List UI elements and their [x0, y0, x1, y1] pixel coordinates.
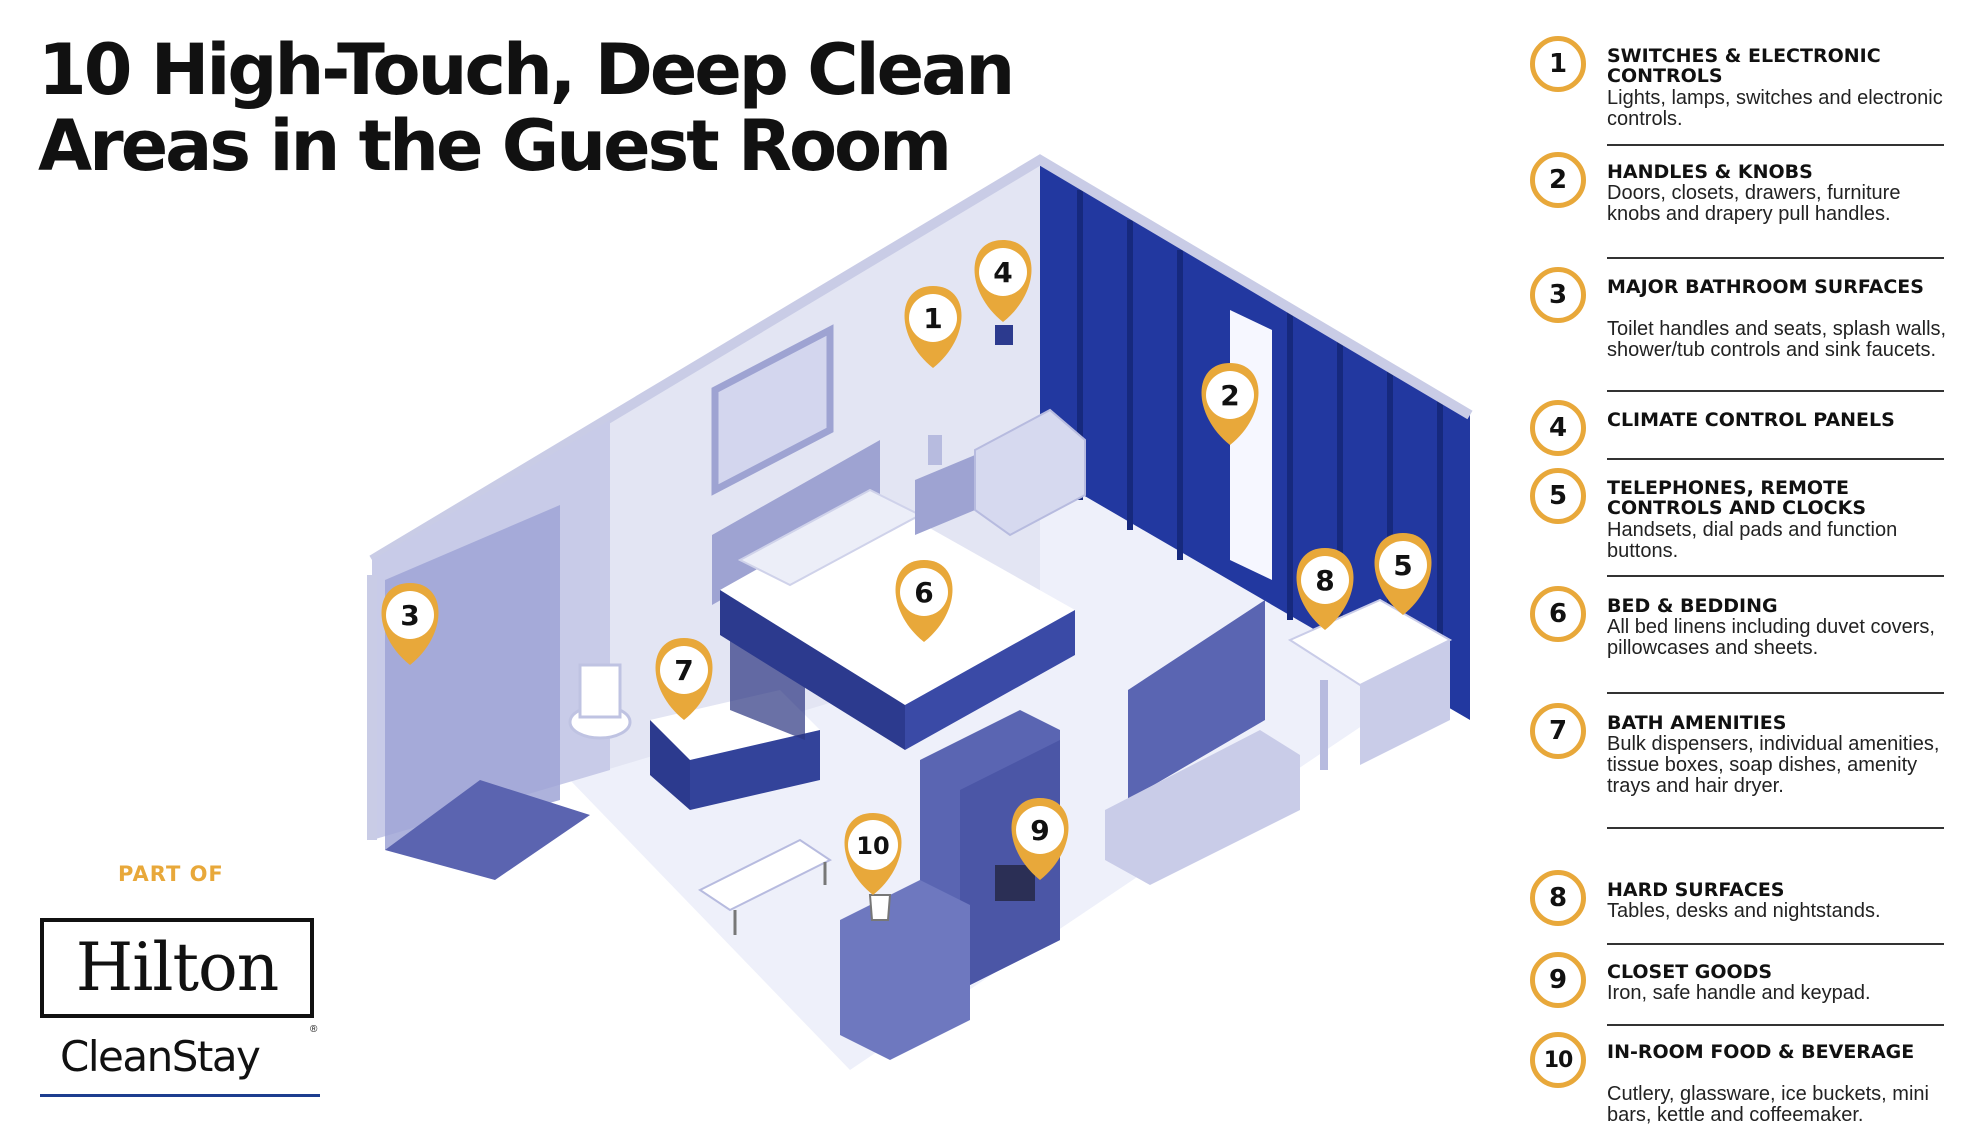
marker-5[interactable]: 5 [1374, 533, 1432, 615]
legend-number-badge: 3 [1530, 267, 1586, 323]
legend-heading: Telephones, Remote Controls and Clocks [1607, 477, 1867, 519]
title-line-1: 10 High-Touch, Deep Clean [38, 29, 1015, 111]
marker-7-label: 7 [674, 654, 693, 687]
legend-heading: Hard Surfaces [1607, 879, 1785, 901]
legend-description: Lights, lamps, switches and electronic c… [1607, 87, 1943, 130]
legend-heading: Climate Control Panels [1607, 409, 1895, 431]
legend-description: Tables, desks and nightstands. [1607, 900, 1881, 922]
marker-3[interactable]: 3 [381, 583, 439, 665]
marker-8-label: 8 [1315, 564, 1334, 597]
ice-bucket [868, 894, 892, 921]
page-title: 10 High-Touch, Deep Clean Areas in the G… [38, 29, 1015, 187]
legend-heading: Bed & Bedding [1607, 595, 1778, 617]
cleanstay-wordmark: CleanStay [60, 1032, 261, 1081]
marker-4-label: 4 [993, 256, 1012, 289]
marker-10[interactable]: 10 [844, 813, 902, 895]
marker-2[interactable]: 2 [1201, 363, 1259, 445]
legend-divider [1607, 575, 1944, 577]
legend-divider [1607, 390, 1944, 392]
legend-description: Doors, closets, drawers, furniture knobs… [1607, 182, 1901, 225]
marker-5-label: 5 [1393, 549, 1412, 582]
marker-7[interactable]: 7 [655, 638, 713, 720]
hilton-logo: Hilton [40, 918, 314, 1018]
legend-heading: Closet Goods [1607, 961, 1773, 983]
bench [698, 838, 832, 912]
legend-number-badge: 7 [1530, 703, 1586, 759]
marker-8[interactable]: 8 [1296, 548, 1354, 630]
marker-9-label: 9 [1030, 814, 1049, 847]
window-opening [1230, 310, 1272, 580]
legend-divider [1607, 458, 1944, 460]
minibar [840, 880, 970, 1060]
legend-divider [1607, 692, 1944, 694]
wall-mirror [711, 324, 834, 496]
legend-divider [1607, 827, 1944, 829]
marker-2-label: 2 [1220, 379, 1239, 412]
legend-number-badge: 6 [1530, 586, 1586, 642]
logo-underline [40, 1094, 320, 1097]
tv-console [1105, 730, 1300, 885]
room-illustration: 1 2 3 4 5 6 7 8 9 10 [367, 154, 1473, 1070]
trademark-mark: ® [310, 1024, 318, 1035]
legend-heading: Major Bathroom Surfaces [1607, 276, 1924, 298]
legend-divider [1607, 144, 1944, 146]
legend-description: Toilet handles and seats, splash walls, … [1607, 318, 1947, 361]
legend-heading: Handles & Knobs [1607, 161, 1813, 183]
legend-divider [1607, 1024, 1944, 1026]
shower-floor [385, 780, 590, 880]
marker-9[interactable]: 9 [1011, 798, 1069, 880]
hilton-wordmark: Hilton [75, 929, 280, 1006]
armchair [974, 408, 1086, 537]
legend-heading: Switches & Electronic Controls [1607, 45, 1881, 87]
nightstand [915, 455, 975, 535]
climate-panel [995, 325, 1013, 345]
legend-divider [1607, 943, 1944, 945]
legend-description: Cutlery, glassware, ice buckets, mini ba… [1607, 1083, 1929, 1126]
marker-6-label: 6 [914, 576, 933, 609]
part-of-label: PART OF [118, 862, 224, 886]
legend-description: Iron, safe handle and keypad. [1607, 982, 1871, 1004]
title-line-2: Areas in the Guest Room [38, 105, 952, 187]
legend-description: Handsets, dial pads and function buttons… [1607, 519, 1898, 562]
legend-description: Bulk dispensers, individual amenities, t… [1607, 733, 1940, 797]
legend-number-badge: 5 [1530, 468, 1586, 524]
legend-number-badge: 2 [1530, 152, 1586, 208]
marker-1-label: 1 [923, 302, 942, 335]
legend-heading: In-Room Food & Beverage [1607, 1041, 1915, 1063]
legend-description: All bed linens including duvet covers, p… [1607, 616, 1935, 659]
marker-10-label: 10 [856, 832, 889, 860]
safe [995, 865, 1035, 901]
marker-6[interactable]: 6 [895, 560, 953, 642]
tv [1128, 600, 1265, 800]
legend-heading: Bath Amenities [1607, 712, 1787, 734]
legend-number-badge: 9 [1530, 952, 1586, 1008]
marker-3-label: 3 [400, 599, 419, 632]
legend-divider [1607, 257, 1944, 259]
legend-number-badge: 4 [1530, 400, 1586, 456]
legend-number-badge: 10 [1530, 1032, 1586, 1088]
marker-1[interactable]: 1 [904, 286, 962, 368]
legend-number-badge: 1 [1530, 36, 1586, 92]
marker-4[interactable]: 4 [974, 240, 1032, 322]
legend-number-badge: 8 [1530, 870, 1586, 926]
lamp [928, 435, 942, 465]
